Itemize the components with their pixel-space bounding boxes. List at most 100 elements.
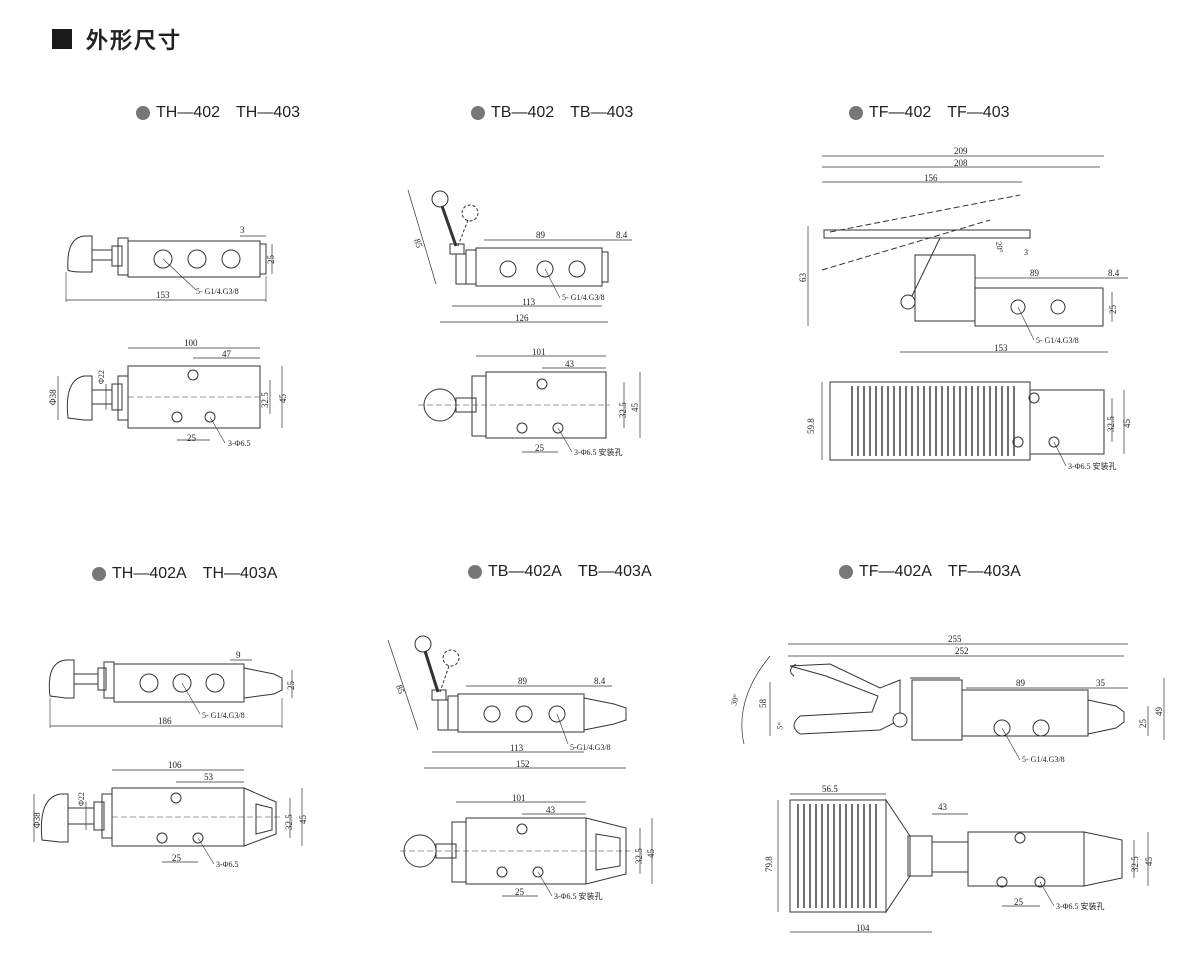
dim-label: 3 bbox=[1024, 248, 1028, 257]
dim-label: 45 bbox=[298, 815, 308, 825]
dim-label: 25 bbox=[266, 255, 276, 265]
dim-label: 101 bbox=[532, 347, 546, 357]
dim-label: 89 bbox=[1030, 268, 1040, 278]
dim-label: 209 bbox=[954, 146, 968, 156]
model-heading-tf: TF—402 TF—403 bbox=[849, 104, 1010, 122]
dim-label: 25 bbox=[1108, 305, 1118, 315]
holes-label: 3-Φ6.5 安装孔 bbox=[1056, 901, 1105, 911]
model-a-label: TH—402A bbox=[112, 565, 187, 582]
model-a-label: TF—402 bbox=[869, 104, 932, 121]
dim-label: 25 bbox=[286, 681, 296, 691]
holes-label: 3-Φ6.5 bbox=[216, 860, 239, 869]
model-b-label: TB—403 bbox=[570, 104, 634, 121]
dim-label: 32.5 bbox=[284, 814, 294, 830]
section-title: 外形尺寸 bbox=[52, 24, 182, 54]
dim-label: 8.4 bbox=[1108, 268, 1120, 278]
section-title-text: 外形尺寸 bbox=[86, 28, 183, 53]
dim-label: 20° bbox=[994, 241, 1005, 254]
bullet-dot-icon bbox=[468, 565, 482, 579]
dim-label: 126 bbox=[515, 313, 529, 323]
dim-label: 255 bbox=[948, 634, 962, 644]
dim-label: 252 bbox=[955, 646, 969, 656]
dim-label: 153 bbox=[994, 343, 1008, 353]
dim-label: 89 bbox=[536, 230, 546, 240]
dim-label: Φ22 bbox=[97, 370, 106, 384]
model-a-label: TF—402A bbox=[859, 563, 932, 580]
dim-label: 58 bbox=[758, 699, 768, 709]
dim-label: 101 bbox=[512, 793, 526, 803]
dim-label: 35 bbox=[1096, 678, 1106, 688]
thread-label: 5- G1/4.G3/8 bbox=[196, 287, 239, 296]
dim-label: 32.5 bbox=[618, 402, 628, 418]
tf-top-view bbox=[821, 381, 1125, 467]
bullet-dot-icon bbox=[92, 567, 106, 581]
th-a-side-view bbox=[48, 659, 293, 728]
dim-label: 30° bbox=[729, 693, 741, 706]
dim-label: 43 bbox=[938, 802, 948, 812]
dim-label: 45 bbox=[646, 849, 656, 859]
dim-label: 85 bbox=[412, 237, 425, 249]
dim-label: 25 bbox=[187, 433, 197, 443]
dim-label: 8.4 bbox=[616, 230, 628, 240]
dim-label: Φ38 bbox=[48, 389, 58, 405]
dim-label: 3 bbox=[240, 225, 245, 235]
dim-label: 45 bbox=[630, 403, 640, 413]
holes-label: 3-Φ6.5 安装孔 bbox=[554, 891, 603, 901]
model-a-label: TH—402 bbox=[156, 104, 221, 121]
bullet-dot-icon bbox=[849, 106, 863, 120]
thread-label: 5-G1/4.G3/8 bbox=[570, 743, 611, 752]
tb-top-view bbox=[418, 355, 641, 453]
holes-label: 3-Φ6.5 安装孔 bbox=[1068, 461, 1117, 471]
dim-label: 32.5 bbox=[634, 848, 644, 864]
model-b-label: TF—403 bbox=[947, 104, 1010, 121]
th-side-view bbox=[65, 235, 273, 302]
dim-label: 104 bbox=[856, 923, 870, 933]
dim-label: 45 bbox=[1122, 419, 1132, 429]
tb-a-top-view bbox=[400, 801, 653, 897]
model-heading-tf-a: TF—402A TF—403A bbox=[839, 563, 1021, 581]
thread-label: 5- G1/4.G3/8 bbox=[1036, 336, 1079, 345]
dim-label: 152 bbox=[516, 759, 530, 769]
dim-label: 59.8 bbox=[806, 418, 816, 434]
dim-label: 43 bbox=[546, 805, 556, 815]
dim-label: 79.8 bbox=[764, 856, 774, 872]
dim-label: 47 bbox=[222, 349, 232, 359]
model-heading-tb: TB—402 TB—403 bbox=[471, 104, 633, 122]
dim-label: 208 bbox=[954, 158, 968, 168]
dim-label: 32.5 bbox=[1106, 416, 1116, 432]
dim-label: 25 bbox=[535, 443, 545, 453]
title-square-icon bbox=[52, 29, 72, 49]
tb-side-view bbox=[407, 189, 632, 323]
model-heading-tb-a: TB—402A TB—403A bbox=[468, 563, 652, 581]
dim-label: Φ38 bbox=[32, 812, 42, 828]
tf-a-side-view bbox=[741, 643, 1165, 761]
tb-a-side-view bbox=[387, 635, 627, 769]
th-a-top-view bbox=[33, 769, 303, 865]
dim-label: 100 bbox=[184, 338, 198, 348]
dim-label: 25 bbox=[1138, 719, 1148, 729]
bullet-dot-icon bbox=[471, 106, 485, 120]
model-b-label: TF—403A bbox=[947, 563, 1021, 580]
dim-label: 85 bbox=[394, 683, 407, 695]
dim-label: 45 bbox=[1144, 857, 1154, 867]
dim-label: 186 bbox=[158, 716, 172, 726]
dim-label: 106 bbox=[168, 760, 182, 770]
th-top-view bbox=[57, 347, 283, 444]
bullet-dot-icon bbox=[839, 565, 853, 579]
dim-label: 5° bbox=[775, 722, 785, 731]
dim-label: 153 bbox=[156, 290, 170, 300]
dim-label: 63 bbox=[798, 273, 808, 283]
dim-label: 32.5 bbox=[1130, 856, 1140, 872]
dim-label: 53 bbox=[204, 772, 214, 782]
dim-label: 56.5 bbox=[822, 784, 838, 794]
holes-label: 3-Φ6.5 bbox=[228, 439, 251, 448]
model-heading-th: TH—402 TH—403 bbox=[136, 104, 300, 122]
thread-label: 5- G1/4.G3/8 bbox=[202, 711, 245, 720]
dim-label: 25 bbox=[172, 853, 182, 863]
thread-label: 5- G1/4.G3/8 bbox=[1022, 755, 1065, 764]
dim-label: 45 bbox=[278, 394, 288, 404]
dim-label: 25 bbox=[1014, 897, 1024, 907]
tf-side-view bbox=[807, 155, 1128, 353]
model-heading-th-a: TH—402A TH—403A bbox=[92, 565, 277, 583]
